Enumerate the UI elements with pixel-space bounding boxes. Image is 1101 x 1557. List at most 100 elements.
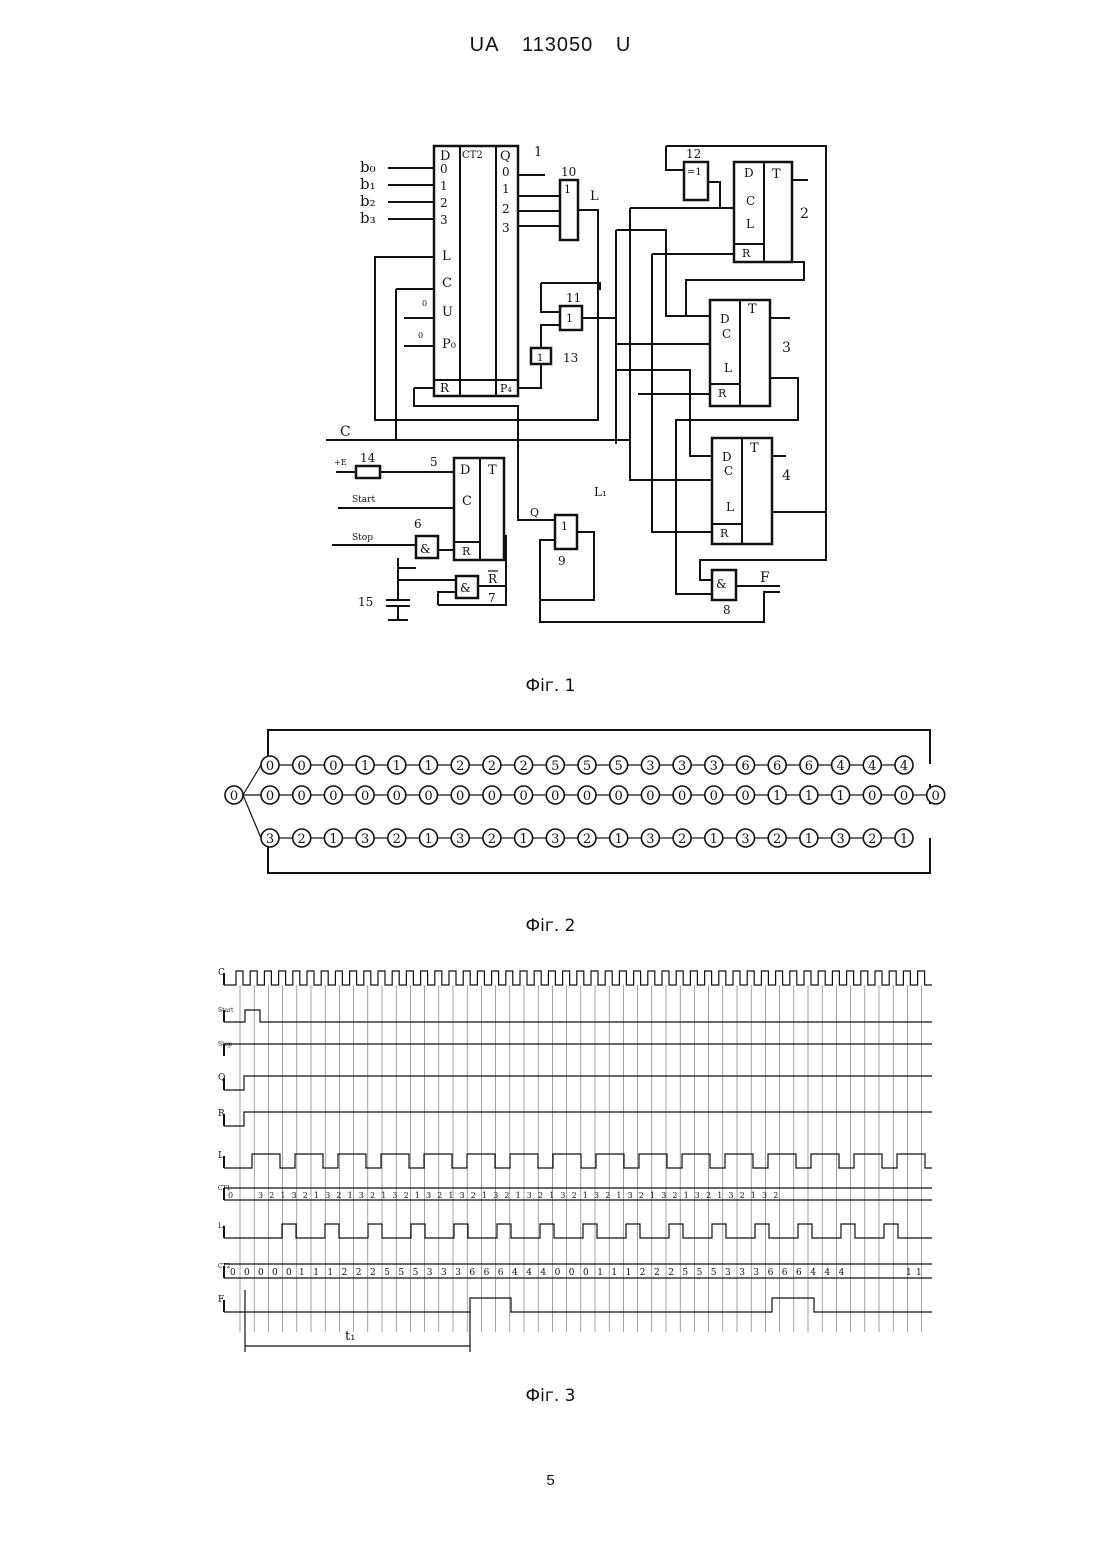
fig2-state-label: 0: [298, 759, 306, 774]
fig3-ct2-value: 5: [384, 1268, 390, 1278]
trig5-d: D: [460, 463, 470, 478]
fig2-state-label: 0: [329, 789, 337, 804]
fig3-ct2-value: 6: [768, 1268, 774, 1278]
fig3-ct2-value: 1: [597, 1268, 603, 1278]
input-b0: b₀: [360, 158, 376, 176]
fig3-ct2-value: 5: [711, 1268, 717, 1278]
trig2-r: R: [742, 247, 751, 260]
fig2-start-arrow-0: [243, 765, 261, 795]
fig2-state-label: 4: [900, 759, 908, 774]
fig3-start-wave: [224, 1010, 932, 1022]
trig2-c: C: [746, 194, 755, 208]
label-start: Start: [352, 495, 375, 505]
fig3-t1-label: t₁: [345, 1329, 355, 1344]
fig3-ct2-value: 0: [569, 1268, 575, 1278]
fig2-state-label: 3: [361, 832, 369, 847]
fig3-ct1-value: 1: [549, 1191, 554, 1200]
counter-din-0: 0: [440, 162, 448, 176]
fig3-ct2-value: 4: [512, 1268, 518, 1278]
trig2-l: L: [746, 217, 754, 231]
fig3-ct1-value: 1: [684, 1191, 689, 1200]
fig2-state-label: 1: [773, 789, 781, 804]
fig2-state-label: 2: [488, 832, 496, 847]
label-stop: Stop: [352, 533, 373, 543]
fig2-state-label: 0: [583, 789, 591, 804]
trig3-c: C: [722, 327, 731, 341]
fig1-caption: Фіг. 1: [0, 676, 1101, 696]
input-b2: b₂: [360, 192, 376, 210]
gate7-and: &: [460, 581, 471, 595]
fig2-state-label: 1: [805, 832, 813, 847]
counter-ct: CT2: [462, 150, 483, 161]
fig3-ct1-value: 1: [583, 1191, 588, 1200]
fig3-l1-wave: [224, 1224, 932, 1238]
label-n2: 2: [800, 206, 809, 222]
input-b1: b₁: [360, 175, 376, 193]
gate13-label: 1: [537, 353, 543, 364]
fig3-ct2-value: 1: [611, 1268, 617, 1278]
label-n15: 15: [358, 595, 373, 609]
fig3-ct2-value: 2: [668, 1268, 674, 1278]
fig2-start-label: 0: [230, 789, 238, 804]
fig3-ct1-value: 1: [516, 1191, 521, 1200]
fig3-ct1-value: 3: [695, 1191, 700, 1200]
fig3-ct1-value: 3: [594, 1191, 599, 1200]
fig3-ct2-value: 0: [583, 1268, 589, 1278]
fig3-ct2-value: 1: [299, 1268, 305, 1278]
fig2-state-label: 4: [836, 759, 844, 774]
fig3-ct2-value: 3: [455, 1268, 461, 1278]
fig1-circuit-diagram: b₀ b₁ b₂ b₃ D CT2 Q 0 1 2 3 0 1 2 3 L C …: [0, 0, 1101, 660]
counter-din-2: 2: [440, 196, 448, 210]
fig2-state-label: 0: [266, 759, 274, 774]
fig3-ct2-value: 2: [640, 1268, 646, 1278]
label-n1: 1: [534, 145, 542, 160]
fig2-state-label: 1: [393, 759, 401, 774]
fig3-ct2-value: 4: [540, 1268, 546, 1278]
fig3-ct1-value: 1: [348, 1191, 353, 1200]
fig3-ct1-value: 2: [336, 1191, 341, 1200]
fig2-state-label: 0: [900, 789, 908, 804]
fig3-f-wave: [224, 1298, 932, 1312]
gate10-label: 1: [564, 183, 571, 196]
fig2-state-label: 2: [868, 832, 876, 847]
page-number: 5: [0, 1472, 1101, 1489]
fig2-state-label: 0: [741, 789, 749, 804]
fig3-ct1-value: 2: [538, 1191, 543, 1200]
fig2-state-label: 0: [266, 789, 274, 804]
fig3-ct2-value: 6: [498, 1268, 504, 1278]
fig3-ct2-value: 2: [370, 1268, 376, 1278]
fig3-ct1-value: 2: [672, 1191, 677, 1200]
fig3-ct2-value: 5: [697, 1268, 703, 1278]
input-b3: b₃: [360, 209, 376, 227]
fig2-start-arrow-2: [243, 795, 261, 838]
fig2-state-label: 3: [710, 759, 718, 774]
counter-zero-a: 0: [422, 299, 427, 308]
label-f: F: [760, 570, 770, 586]
counter-qout-3: 3: [502, 221, 510, 235]
fig3-l-wave: [224, 1154, 932, 1168]
counter-q: Q: [500, 149, 511, 164]
trig5-r: R: [462, 545, 471, 558]
fig3-ct2-init: 0: [258, 1268, 264, 1278]
input-lines: b₀ b₁ b₂ b₃: [360, 158, 434, 227]
trig5-t: T: [488, 463, 497, 478]
fig2-state-label: 0: [456, 789, 464, 804]
fig3-ct1-value: 1: [314, 1191, 319, 1200]
fig3-ct2-init: 0: [272, 1268, 278, 1278]
counter-p0: P₀: [442, 337, 456, 352]
fig2-state-label: 1: [424, 832, 432, 847]
fig3-ct2-tail: 1: [916, 1268, 922, 1278]
fig3-ct1-value: 3: [426, 1191, 431, 1200]
fig3-ct1-value: 1: [415, 1191, 420, 1200]
fig2-state-label: 0: [519, 789, 527, 804]
fig3-ct2-value: 3: [427, 1268, 433, 1278]
signal-c-label: C: [340, 424, 351, 440]
counter-qout-0: 0: [502, 165, 510, 179]
fig3-ct1-value: 1: [280, 1191, 285, 1200]
fig2-state-label: 1: [805, 789, 813, 804]
fig3-ct1-value: 3: [728, 1191, 733, 1200]
fig2-state-label: 3: [646, 759, 654, 774]
trig2-d: D: [744, 166, 754, 180]
fig3-ct1-value: 2: [706, 1191, 711, 1200]
fig3-q-wave: [224, 1076, 932, 1090]
